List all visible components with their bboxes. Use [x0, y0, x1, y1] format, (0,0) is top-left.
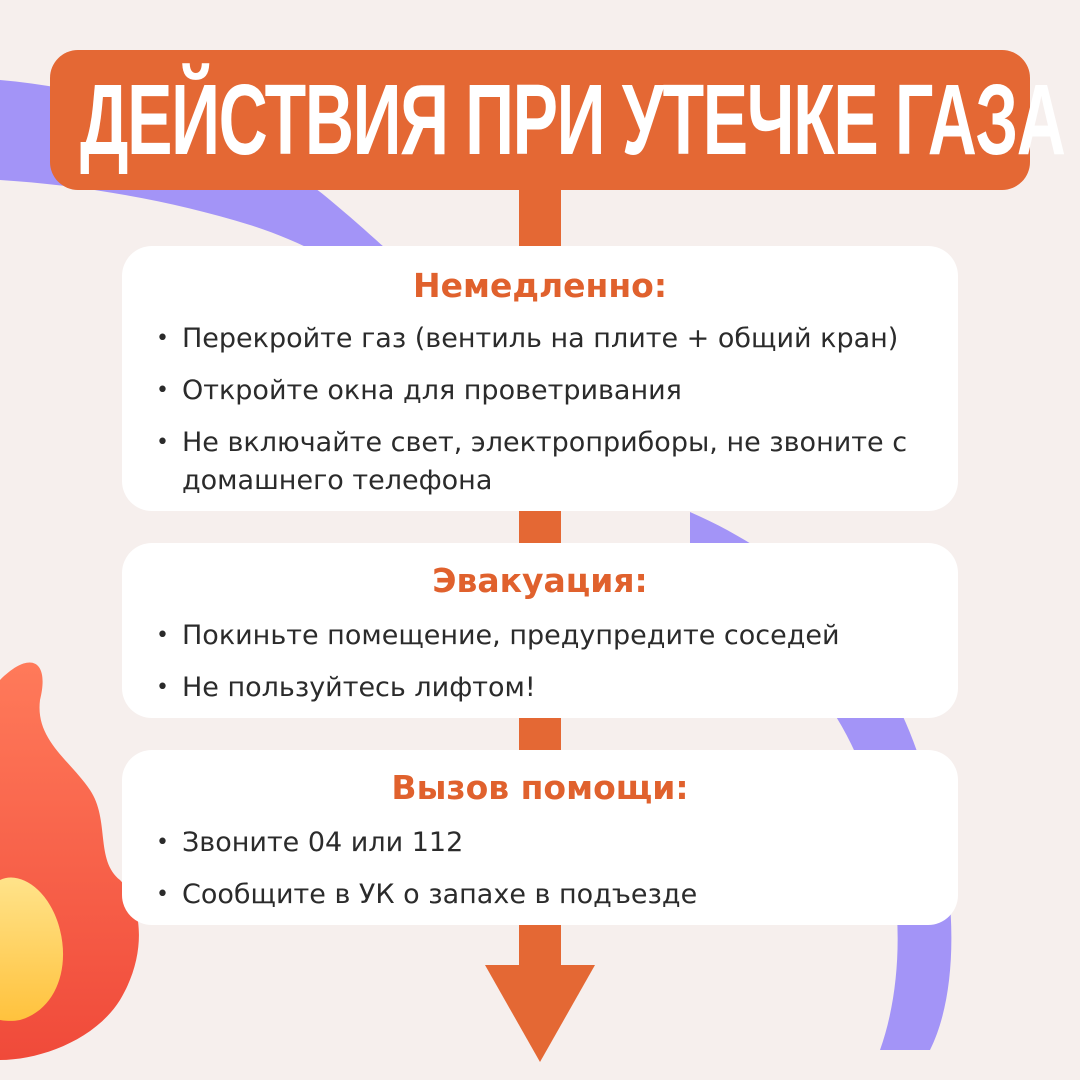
bullet-dot-icon: • — [156, 882, 169, 907]
list-item: • Звоните 04 или 112 — [152, 824, 948, 862]
list-item: • Откройте окна для проветривания — [152, 372, 948, 410]
bullet-dot-icon: • — [156, 326, 169, 351]
list-item-text: Откройте окна для проветривания — [182, 375, 682, 406]
section-card-call-help: Вызов помощи: • Звоните 04 или 112 • Сообщ… — [122, 750, 958, 925]
arrow-down-icon — [485, 965, 595, 1062]
list-item-text: Не пользуйтесь лифтом! — [182, 672, 536, 703]
list-item: • Покиньте помещение, предупредите соседе… — [152, 617, 948, 655]
list-item: • Сообщите в УК о запахе в подъезде — [152, 876, 948, 914]
list-item-text: Не включайте свет, электроприборы, не зв… — [182, 427, 908, 496]
bullet-dot-icon: • — [156, 430, 169, 455]
list-item-text: Перекройте газ (вентиль на плите + общий… — [182, 323, 899, 354]
list-item-text: Покиньте помещение, предупредите соседей — [182, 620, 840, 651]
section-card-evacuation: Эвакуация: • Покиньте помещение, предупре… — [122, 543, 958, 718]
list-item-text: Сообщите в УК о запахе в подъезде — [182, 879, 698, 910]
flame-icon — [0, 662, 139, 1060]
section-heading: Эвакуация: — [432, 561, 648, 600]
section-list: • Перекройте газ (вентиль на плите + общи… — [152, 320, 948, 514]
title-banner: ДЕЙСТВИЯ ПРИ УТЕЧКЕ ГАЗА — [50, 50, 1066, 190]
bullet-dot-icon: • — [156, 378, 169, 403]
bullet-dot-icon: • — [156, 623, 169, 648]
list-item-text: Звоните 04 или 112 — [182, 827, 464, 858]
bullet-dot-icon: • — [156, 830, 169, 855]
section-heading: Вызов помощи: — [391, 768, 689, 807]
section-list: • Покиньте помещение, предупредите соседе… — [152, 617, 948, 721]
list-item: • Не пользуйтесь лифтом! — [152, 669, 948, 707]
section-card-immediately: Немедленно: • Перекройте газ (вентиль на … — [122, 246, 958, 511]
page-title: ДЕЙСТВИЯ ПРИ УТЕЧКЕ ГАЗА — [80, 64, 1066, 176]
section-heading: Немедленно: — [412, 266, 668, 305]
list-item: • Не включайте свет, электроприборы, не з… — [152, 424, 948, 500]
section-list: • Звоните 04 или 112 • Сообщите в УК о зап… — [152, 824, 948, 928]
bullet-dot-icon: • — [156, 675, 169, 700]
list-item: • Перекройте газ (вентиль на плите + общи… — [152, 320, 948, 358]
